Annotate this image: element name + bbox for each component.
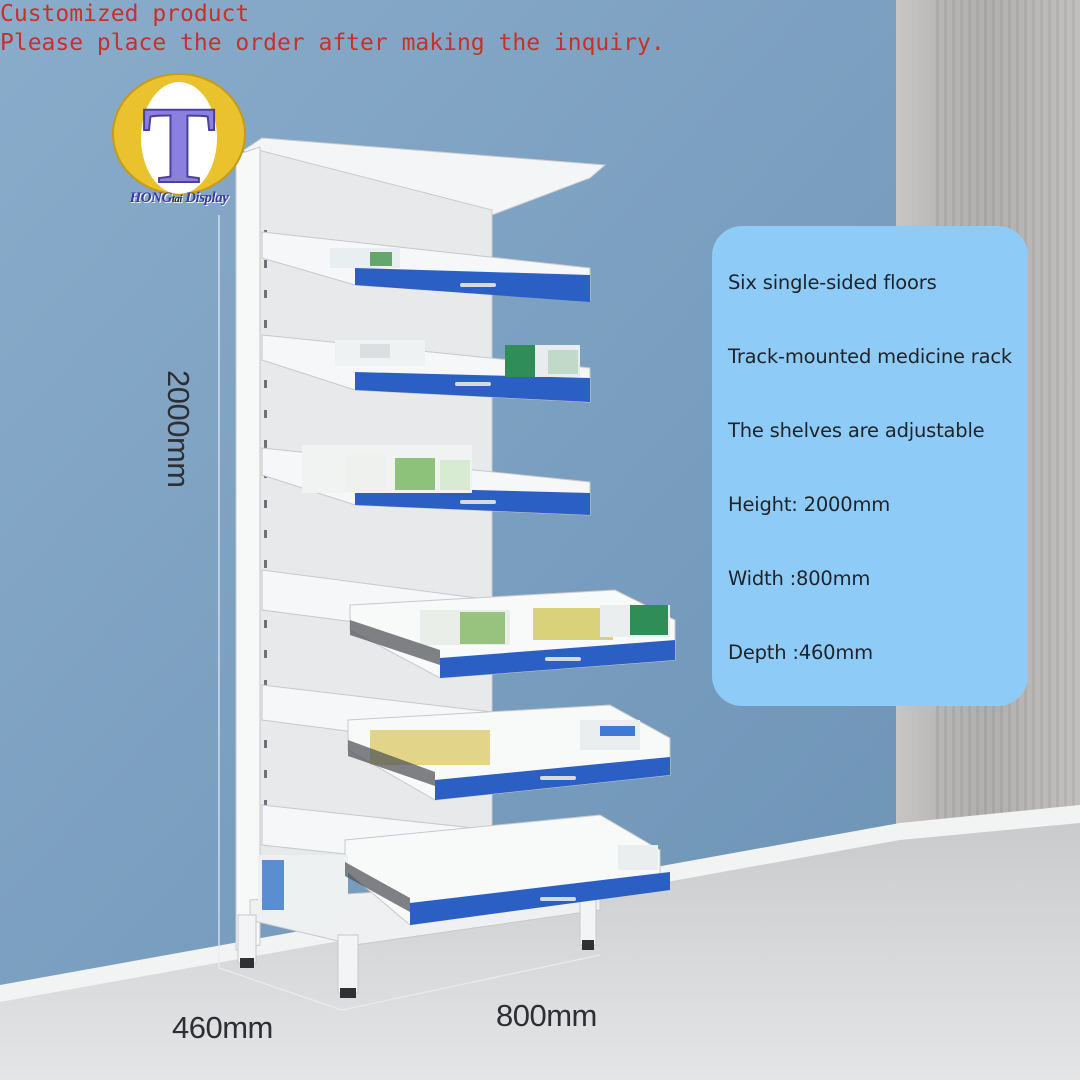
rack-leg-front-right	[579, 899, 597, 946]
depth-guide-line	[218, 967, 343, 1011]
width-guide-line	[341, 954, 601, 1011]
spec-depth: Depth :460mm	[728, 641, 873, 664]
width-dimension-label: 800mm	[496, 998, 597, 1033]
shelf-1	[261, 231, 591, 302]
shelf-6	[258, 804, 670, 926]
height-dimension-label: 2000mm	[161, 370, 196, 488]
shelf-3	[261, 445, 591, 516]
shelf-2	[261, 334, 591, 403]
brand-main: HONG	[129, 190, 173, 206]
floor	[0, 815, 1080, 1080]
depth-dimension-label: 460mm	[172, 1010, 273, 1045]
rack-leg-back-left	[237, 914, 257, 964]
brand-name: HONGtai Display	[108, 190, 250, 207]
shelf-5	[261, 684, 671, 801]
notice-line-2: Please place the order after making the …	[0, 30, 665, 56]
shelf-4	[261, 569, 676, 679]
spec-width: Width :800mm	[728, 567, 871, 590]
rack-side-upright	[235, 146, 261, 951]
customized-notice: Customized product Please place the orde…	[0, 0, 665, 58]
brand-sub: tai	[171, 193, 183, 205]
spec-track: Track-mounted medicine rack	[728, 345, 1012, 368]
rack-foot-front-left	[340, 988, 356, 998]
logo-letter: T	[142, 84, 215, 206]
spec-adjustable: The shelves are adjustable	[728, 419, 985, 442]
upright-slots	[264, 230, 267, 838]
logo-inner	[141, 82, 217, 194]
spec-floors: Six single-sided floors	[728, 271, 937, 294]
spec-height: Height: 2000mm	[728, 493, 891, 516]
rack-foot-back-left	[240, 958, 254, 968]
notice-line-1: Customized product	[0, 1, 250, 27]
brand-logo: T	[112, 73, 246, 207]
rack-foot-front-right	[582, 940, 594, 950]
spec-panel: Six single-sided floors Track-mounted me…	[712, 226, 1028, 706]
brand-tail: Display	[181, 190, 229, 206]
rack-leg-front-left	[337, 934, 359, 994]
